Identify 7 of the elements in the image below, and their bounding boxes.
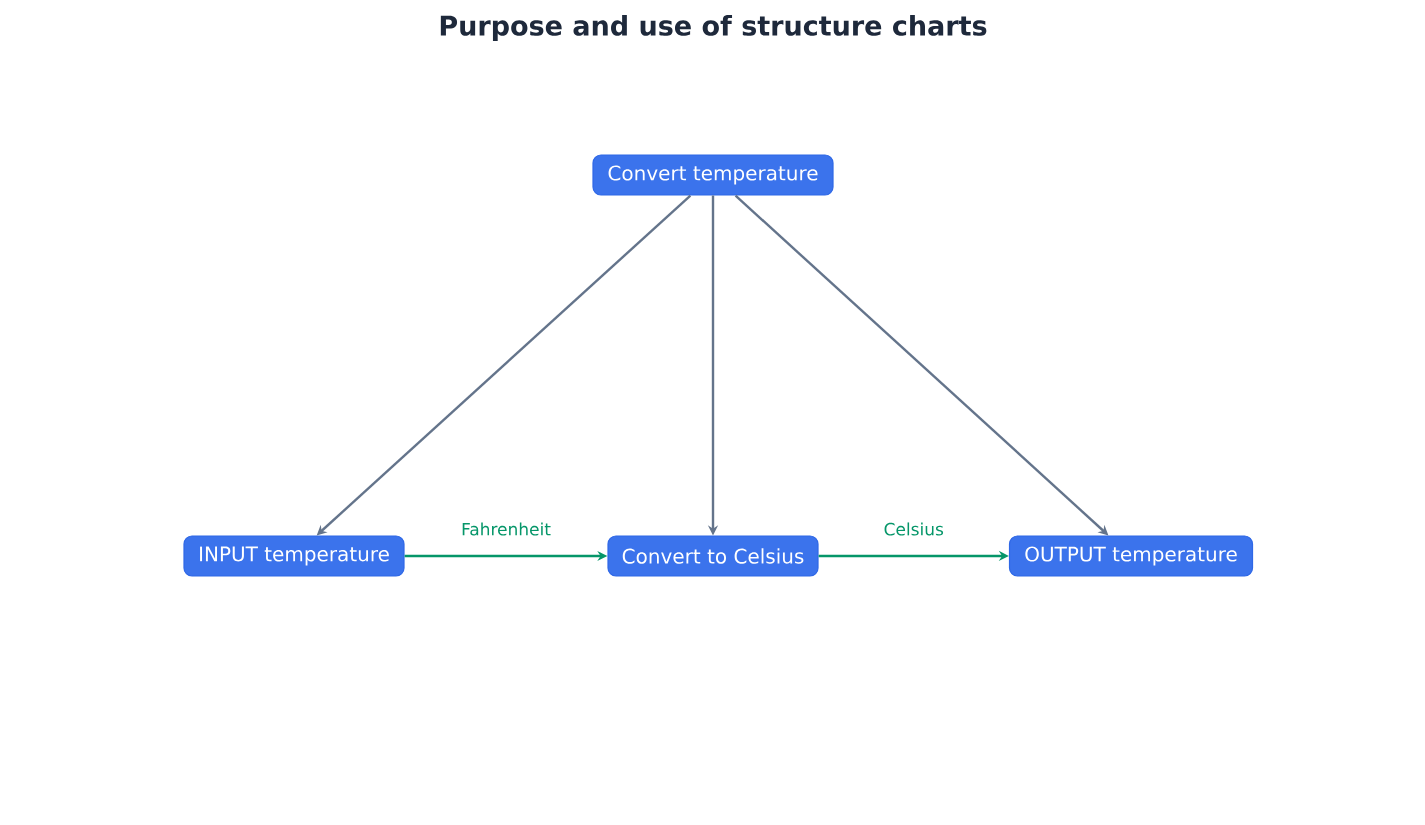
process-box: Convert to Celsius	[607, 535, 819, 577]
edge-label: Celsius	[884, 522, 944, 536]
process-box: OUTPUT temperature	[1008, 535, 1254, 577]
process-box: Convert temperature	[592, 154, 834, 196]
title: Purpose and use of structure charts	[440, 14, 987, 42]
edge-label: Fahrenheit	[462, 522, 551, 536]
process-box: INPUT temperature	[183, 535, 405, 577]
